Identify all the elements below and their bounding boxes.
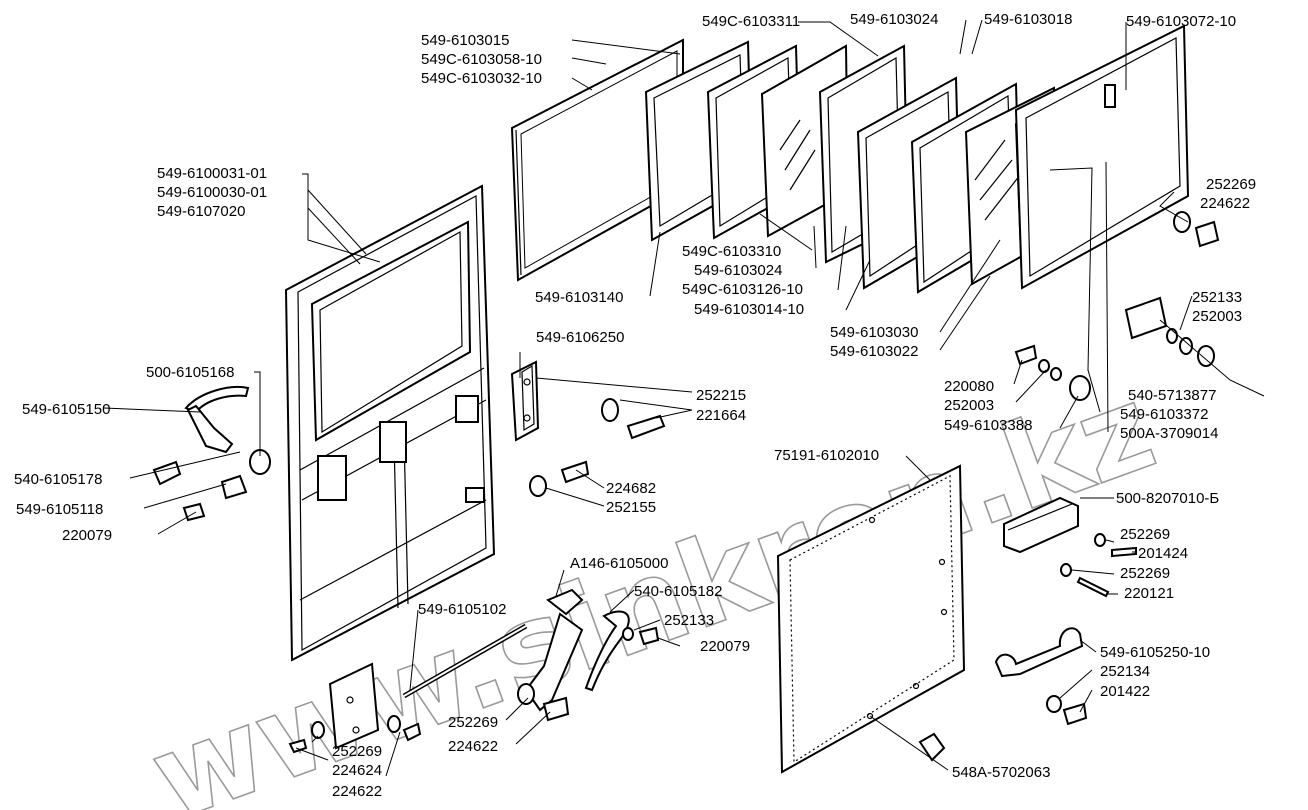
label-549-6103372: 549-6103372 bbox=[1120, 406, 1208, 423]
door-handle bbox=[152, 386, 271, 522]
label-549C-6103311: 549C-6103311 bbox=[702, 13, 800, 30]
label-252269-e: 252269 bbox=[332, 743, 382, 760]
label-549C-6103058-10: 549C-6103058-10 bbox=[421, 51, 542, 68]
label-252133-b: 252133 bbox=[664, 612, 714, 629]
part-labels: 549-6103015 549C-6103058-10 549C-6103032… bbox=[14, 11, 1256, 800]
label-201422: 201422 bbox=[1100, 683, 1150, 700]
label-A146-6105000: A146-6105000 bbox=[570, 555, 668, 572]
label-549C-6103310: 549C-6103310 bbox=[682, 243, 781, 260]
label-500A-3709014: 500A-3709014 bbox=[1120, 425, 1218, 442]
label-220121: 220121 bbox=[1124, 585, 1174, 602]
label-252269-a: 252269 bbox=[1206, 176, 1256, 193]
leader-lines bbox=[103, 19, 1265, 777]
label-549-6100031-01: 549-6100031-01 bbox=[157, 165, 267, 182]
label-548A-5702063: 548A-5702063 bbox=[952, 764, 1050, 781]
label-549C-6103126-10: 549C-6103126-10 bbox=[682, 281, 803, 298]
label-252215: 252215 bbox=[696, 387, 746, 404]
label-224622-b: 224622 bbox=[448, 738, 498, 755]
label-540-5713877: 540-5713877 bbox=[1128, 387, 1216, 404]
label-252133-a: 252133 bbox=[1192, 289, 1242, 306]
label-549-6103015: 549-6103015 bbox=[421, 32, 509, 49]
label-549-6103018: 549-6103018 bbox=[984, 11, 1072, 28]
label-252269-c: 252269 bbox=[1120, 565, 1170, 582]
hinge-bracket bbox=[510, 360, 540, 442]
fasteners-center bbox=[529, 398, 666, 497]
lock-plate bbox=[288, 662, 422, 754]
label-252003-a: 252003 bbox=[1192, 308, 1242, 325]
latch-lever bbox=[517, 588, 660, 722]
label-549-6103024-mid: 549-6103024 bbox=[694, 262, 782, 279]
grab-handle bbox=[994, 627, 1088, 726]
label-540-6105182: 540-6105182 bbox=[634, 583, 722, 600]
label-549-6103030: 549-6103030 bbox=[830, 324, 918, 341]
door-frame-assembly bbox=[284, 184, 496, 662]
label-221664: 221664 bbox=[696, 407, 746, 424]
label-549-6105118: 549-6105118 bbox=[16, 501, 103, 518]
door-lining-panel bbox=[776, 464, 966, 774]
label-220079-b: 220079 bbox=[700, 638, 750, 655]
label-549-6106250: 549-6106250 bbox=[536, 329, 624, 346]
label-549-6105250-10: 549-6105250-10 bbox=[1100, 644, 1210, 661]
label-224622-a: 224622 bbox=[1200, 195, 1250, 212]
label-549-6105102: 549-6105102 bbox=[418, 601, 506, 618]
label-252134: 252134 bbox=[1100, 663, 1150, 680]
label-500-6105168: 500-6105168 bbox=[146, 364, 234, 381]
label-252269-d: 252269 bbox=[448, 714, 498, 731]
window-frame-assembly bbox=[510, 24, 1190, 294]
label-549-6107020: 549-6107020 bbox=[157, 203, 245, 220]
label-224682: 224682 bbox=[606, 480, 656, 497]
label-224622-c: 224622 bbox=[332, 783, 382, 800]
label-549C-6103032-10: 549C-6103032-10 bbox=[421, 70, 542, 87]
label-220080: 220080 bbox=[944, 378, 994, 395]
label-549-6100030-01: 549-6100030-01 bbox=[157, 184, 267, 201]
label-549-6103024-top: 549-6103024 bbox=[850, 11, 938, 28]
armrest bbox=[1003, 496, 1137, 598]
door-window-opening bbox=[310, 220, 472, 442]
label-201424: 201424 bbox=[1138, 545, 1188, 562]
label-549-6103072-10: 549-6103072-10 bbox=[1126, 13, 1236, 30]
label-549-6105150: 549-6105150 bbox=[22, 401, 110, 418]
label-252269-b: 252269 bbox=[1120, 526, 1170, 543]
label-252003-b: 252003 bbox=[944, 397, 994, 414]
label-500-8207010-B: 500-8207010-Б bbox=[1116, 490, 1219, 507]
label-540-6105178: 540-6105178 bbox=[14, 471, 102, 488]
fasteners-right bbox=[1014, 211, 1220, 401]
label-220079-a: 220079 bbox=[62, 527, 112, 544]
label-252155: 252155 bbox=[606, 499, 656, 516]
panel-clip bbox=[918, 732, 946, 762]
label-549-6103022: 549-6103022 bbox=[830, 343, 918, 360]
back-panel-6103072 bbox=[1014, 24, 1190, 290]
label-75191-6102010: 75191-6102010 bbox=[774, 447, 879, 464]
label-224624: 224624 bbox=[332, 762, 382, 779]
label-549-6103388: 549-6103388 bbox=[944, 417, 1032, 434]
label-549-6103140: 549-6103140 bbox=[535, 289, 623, 306]
label-549-6103014-10: 549-6103014-10 bbox=[694, 301, 804, 318]
